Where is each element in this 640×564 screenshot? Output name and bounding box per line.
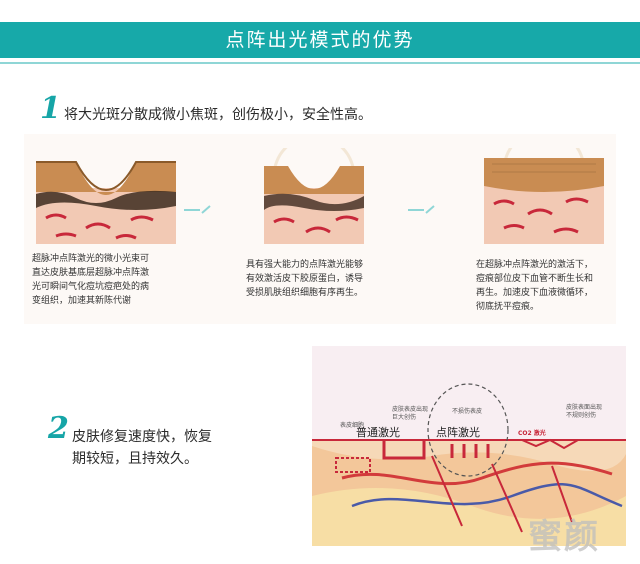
stage-2-caption: 具有强大能力的点阵激光能够 有效激活皮下胶原蛋白，诱导 受损肌肤组织细胞有序再生… [246,258,396,300]
arrow-right-icon [184,205,211,214]
stage-1-caption: 超脉冲点阵激光的微小光束可 直达皮肤基底层超脉冲点阵激 光可瞬间气化痘坑痘疤处的… [32,252,182,308]
caption-line: 有效激活皮下胶原蛋白，诱导 [246,274,364,284]
point-2-line-2: 期较短，且持效久。 [72,451,198,467]
page-title: 点阵出光模式的优势 [225,29,415,51]
label-fractional-note: 不损伤表皮 [452,408,483,415]
point-1-text: 将大光斑分散成微小焦斑，创伤极小，安全性高。 [64,107,372,123]
label-epidermis: 表皮细胞 [340,422,365,429]
laser-comparison-diagram: 表皮细胞 皮肤表皮出现 巨大创伤 不损伤表皮 皮肤表面出现 不规则创伤 普通激光… [312,346,626,546]
caption-line: 超脉冲点阵激光的微小光束可 [32,254,150,264]
skin-stage-3-illustration [474,148,614,244]
header-banner: 点阵出光模式的优势 [0,0,640,70]
label-co2-note: 皮肤表面出现 不规则创伤 [566,404,602,420]
process-panel: 超脉冲点阵激光的微小光束可 直达皮肤基底层超脉冲点阵激 光可瞬间气化痘坑痘疤处的… [24,134,616,324]
label-normal-laser: 普通激光 [356,426,400,439]
caption-line: 在超脉冲点阵激光的激活下， [476,260,594,270]
label-fractional-laser: 点阵激光 [436,426,480,439]
stage-3-caption: 在超脉冲点阵激光的激活下， 痘痕部位皮下血管不断生长和 再生。加速皮下血液微循环… [476,258,626,314]
skin-stage-2-illustration [244,148,384,244]
caption-line: 直达皮肤基底层超脉冲点阵激 [32,268,150,278]
caption-line: 光可瞬间气化痘坑痘疤处的病 [32,282,150,292]
skin-stage-1-illustration [36,148,176,244]
caption-line: 受损肌肤组织细胞有序再生。 [246,288,364,298]
label-line: 皮肤表皮出现 [392,406,429,413]
label-normal-note: 皮肤表皮出现 巨大创伤 [392,406,428,422]
point-number-1: 1 [40,91,61,126]
header-bar [0,22,640,58]
label-line: 巨大创伤 [392,414,417,421]
watermark-logo: 蜜颜 [528,517,600,557]
caption-line: 再生。加速皮下血液微循环， [476,288,594,298]
caption-line: 痘痕部位皮下血管不断生长和 [476,274,594,284]
header-underline [0,62,640,64]
caption-line: 具有强大能力的点阵激光能够 [246,260,364,270]
label-line: 不规则创伤 [566,412,597,419]
label-co2-laser: CO2 激光 [518,430,546,437]
arrow-right-icon [408,205,435,214]
caption-line: 彻底抚平痘痕。 [476,302,540,312]
caption-line: 变组织，加速其新陈代谢 [32,296,132,306]
point-2-line-1: 皮肤修复速度快，恢复 [72,429,212,445]
point-number-2: 2 [48,411,69,446]
label-line: 皮肤表面出现 [566,404,603,411]
